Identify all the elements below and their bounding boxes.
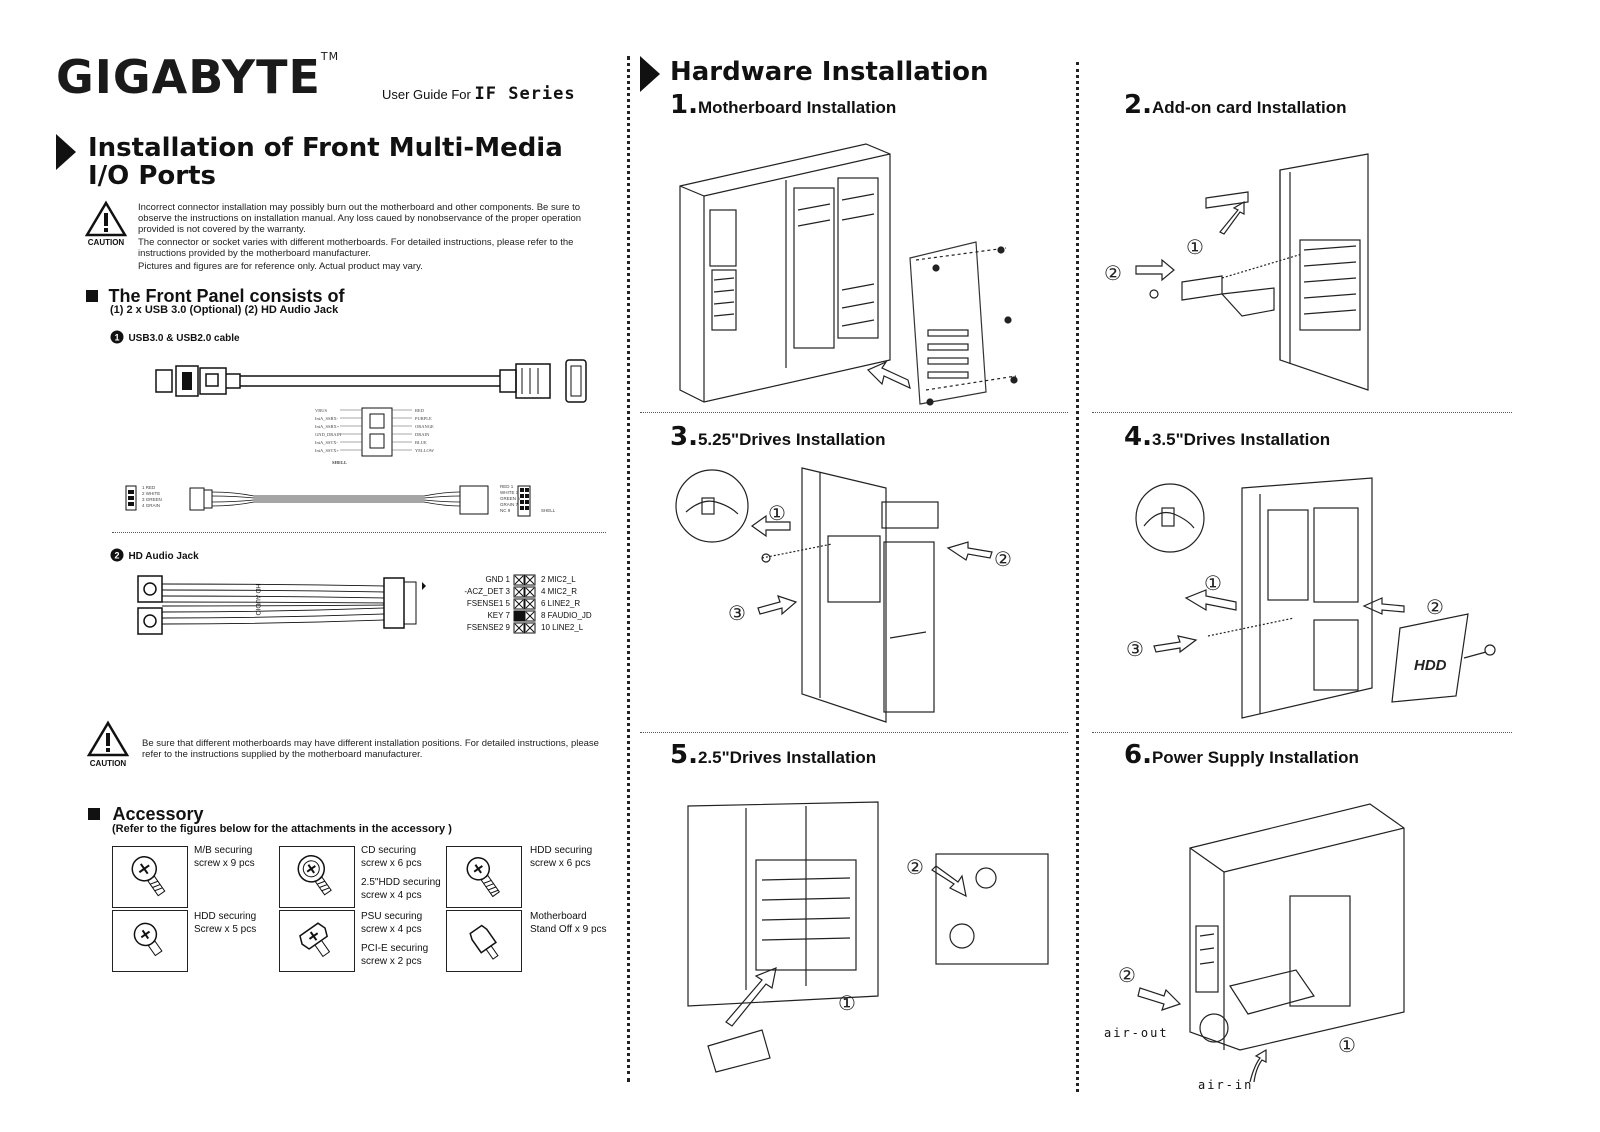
caution-text: Incorrect connector installation may pos… [138, 202, 582, 272]
svg-text:②: ② [994, 547, 1012, 571]
caution2-text: Be sure that different motherboards may … [142, 738, 599, 760]
svg-text:GND_DRAIN: GND_DRAIN [315, 432, 342, 437]
svg-text:IntA_SSRX-: IntA_SSRX- [315, 416, 339, 421]
drive35-install-illustration: HDD ① ② ③ [1124, 474, 1524, 739]
svg-text:②: ② [1426, 595, 1444, 619]
front-panel-sub: (1) 2 x USB 3.0 (Optional) (2) HD Audio … [110, 304, 339, 316]
row-divider [1092, 732, 1512, 733]
svg-text:②: ② [1118, 963, 1136, 987]
caution-icon [86, 720, 130, 761]
row-divider [1092, 412, 1512, 413]
front-panel-heading: The Front Panel consists of [86, 286, 344, 307]
svg-text:RED: RED [415, 408, 425, 413]
section-arrow-icon [640, 56, 660, 92]
svg-text:②: ② [1104, 261, 1122, 285]
section-title-hardware: Hardware Installation [670, 57, 989, 87]
usb2-shell-label: SHELL [541, 508, 556, 513]
drive525-install-illustration: ① ② ③ [672, 462, 1032, 731]
caution-label: CAUTION [87, 238, 125, 247]
svg-text:BLUE: BLUE [415, 440, 427, 445]
hd-audio-cable-diagram [134, 572, 434, 643]
air-in-label: air-in [1198, 1078, 1254, 1092]
svg-text:①: ① [1186, 235, 1204, 259]
psu-install-illustration: ② ① [1100, 800, 1405, 1095]
section-arrow-icon [56, 134, 76, 170]
caution-icon [84, 200, 128, 241]
motherboard-install-illustration [676, 140, 1026, 415]
screw-icon [112, 846, 188, 908]
row-divider [640, 412, 1068, 413]
svg-text:①: ① [1338, 1033, 1356, 1057]
svg-text:①: ① [768, 501, 786, 525]
usb3-cable-diagram: VBUS IntA_SSRX- IntA_SSRX+ GND_DRAIN IntA_SS… [150, 352, 600, 477]
svg-text:DRAIN: DRAIN [415, 432, 430, 437]
svg-text:SHELL: SHELL [332, 460, 347, 465]
row-divider [640, 732, 1068, 733]
svg-text:1: 1 [114, 332, 119, 342]
svg-text:③: ③ [1126, 637, 1144, 661]
svg-text:VBUS: VBUS [315, 408, 328, 413]
brand-logo: GIGABYTETM [56, 50, 340, 104]
audio-pin-header [513, 574, 537, 639]
screw-icon [279, 846, 355, 908]
guide-title: User Guide For IF Series [382, 84, 576, 104]
usb2-cable-diagram [124, 480, 564, 525]
caution-label: CAUTION [89, 759, 127, 768]
hd-audio-label: 2 HD Audio Jack [110, 546, 199, 564]
step-6-heading: 6.Power Supply Installation [1124, 740, 1359, 770]
svg-text:ORANGE: ORANGE [415, 424, 434, 429]
svg-text:YELLOW: YELLOW [415, 448, 435, 453]
svg-text:HDD: HDD [1414, 657, 1447, 674]
svg-text:IntA_SSTX-: IntA_SSTX- [315, 440, 339, 445]
screw-icon [446, 846, 522, 908]
column-divider [627, 56, 630, 1082]
addon-card-install-illustration: ① ② [1102, 150, 1382, 405]
svg-text:IntA_SSRX+: IntA_SSRX+ [315, 424, 340, 429]
step-3-heading: 3.5.25"Drives Installation [670, 422, 886, 452]
step-4-heading: 4.3.5"Drives Installation [1124, 422, 1331, 452]
step-5-heading: 5.2.5"Drives Installation [670, 740, 877, 770]
hd-audio-tag: HD AUDIO [254, 584, 261, 616]
divider [112, 532, 606, 533]
accessory-sub: (Refer to the figures below for the atta… [112, 823, 452, 835]
svg-text:①: ① [838, 991, 856, 1015]
screw-icon [112, 910, 188, 972]
standoff-icon [446, 910, 522, 972]
svg-text:IntA_SSTX+: IntA_SSTX+ [315, 448, 340, 453]
drive25-install-illustration: ① ② [686, 800, 1056, 1085]
svg-text:②: ② [906, 855, 924, 879]
air-out-label: air-out [1104, 1026, 1169, 1040]
svg-text:PURPLE: PURPLE [415, 416, 432, 421]
step-2-heading: 2.Add-on card Installation [1124, 90, 1347, 120]
svg-text:2: 2 [114, 550, 119, 560]
svg-text:③: ③ [728, 601, 746, 625]
accessory-heading: Accessory [88, 804, 204, 825]
column-divider [1076, 62, 1079, 1092]
screw-icon [279, 910, 355, 972]
usb-cable-label: 1 USB3.0 & USB2.0 cable [110, 328, 240, 346]
step-1-heading: 1.Motherboard Installation [670, 90, 897, 120]
svg-text:①: ① [1204, 571, 1222, 595]
